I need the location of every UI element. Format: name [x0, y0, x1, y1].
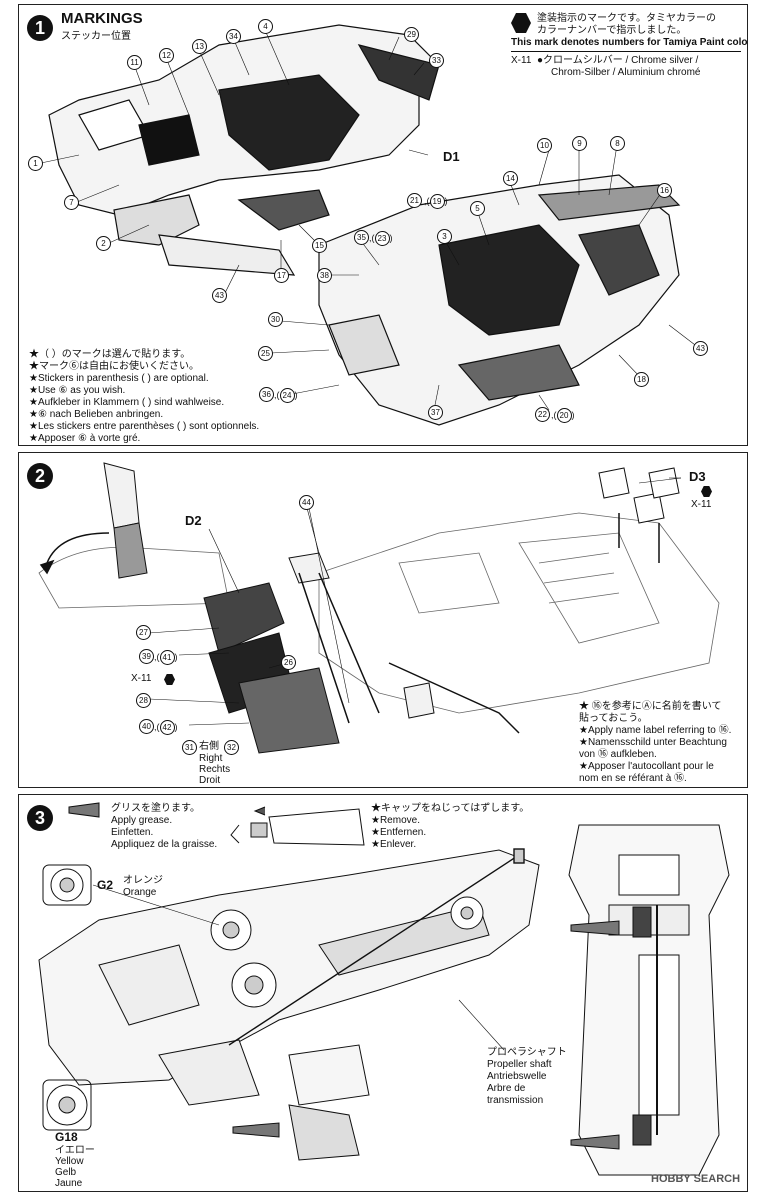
sticker-callout: 17	[274, 268, 289, 283]
paint-note-line1: 塗装指示のマークです。タミヤカラーの	[537, 13, 716, 24]
sticker-callout: 16	[657, 183, 672, 198]
sticker-callout: 8	[610, 136, 625, 151]
right-de: Rechts	[199, 764, 231, 775]
gear-g2-en: Orange	[123, 887, 157, 898]
sticker-callout: 22	[535, 407, 550, 422]
optional-callout: ,(24)	[274, 388, 298, 403]
gear-g18-de: Gelb	[55, 1167, 77, 1178]
sticker-callout: 14	[503, 171, 518, 186]
sticker-callout: 15	[312, 238, 327, 253]
step-subtitle-jp: ステッカー位置	[61, 31, 131, 42]
step-number: 2	[27, 463, 53, 489]
sticker-callout: 13	[192, 39, 207, 54]
sticker-callout: 30	[268, 312, 283, 327]
sticker-callout: 34	[226, 29, 241, 44]
sticker-callout: 1	[28, 156, 43, 171]
gear-g2-code: G2	[97, 878, 114, 892]
gear-g2-jp: オレンジ	[123, 875, 163, 886]
optional-callout: ,(42)	[154, 720, 178, 735]
sticker-callout: 21	[407, 193, 422, 208]
step-title: MARKINGS	[61, 10, 143, 27]
sticker-callout: 12	[159, 48, 174, 63]
right-en: Right	[199, 753, 223, 764]
cap-note: ★キャップをねじってはずします。 ★Remove. ★Entfernen. ★E…	[371, 803, 530, 850]
sticker-callout: 43	[212, 288, 227, 303]
sticker-notes: ★（ ）のマークは選んで貼ります。 ★マーク⑥は自由にお使いください。 ★Sti…	[29, 349, 260, 444]
gear-assembly-illustration	[38, 802, 730, 1176]
sticker-callout: 11	[127, 55, 142, 70]
sticker-callout: 40	[139, 719, 154, 734]
propeller-shaft-label: プロペラシャフト Propeller shaft Antriebswelle A…	[487, 1047, 567, 1106]
sticker-callout: 10	[537, 138, 552, 153]
markings-illustration	[40, 24, 700, 426]
sticker-callout: 43	[693, 341, 708, 356]
step-2-panel: 2 D2 D3 X-11 44 27 39 ,(41) 26 X-11 28 4…	[18, 452, 748, 788]
watermark: HOBBY SEARCH	[651, 1173, 741, 1185]
part-d1-label: D1	[443, 149, 460, 164]
gear-g18-en: Yellow	[55, 1156, 84, 1167]
sticker-callout: 25	[258, 346, 273, 361]
paint-note-line2: カラーナンバーで指示しました。	[537, 25, 687, 36]
name-label-note: ★ ⑯を参考にⒶに名前を書いて 貼っておこう。 ★Apply name labe…	[579, 701, 732, 784]
paint-hex-icon	[511, 13, 531, 33]
x11-label: X-11	[131, 673, 152, 684]
paint-note-line3: This mark denotes numbers for Tamiya Pai…	[511, 37, 748, 48]
optional-callout: ,(19)	[424, 194, 448, 209]
gear-g18-jp: イエロー	[55, 1145, 95, 1156]
sticker-callout: 9	[572, 136, 587, 151]
step-3-panel: 3 グリスを塗ります。 Apply grease. Einfetten. App…	[18, 794, 748, 1192]
step-number: 1	[27, 15, 53, 41]
optional-callout: ,(41)	[154, 650, 178, 665]
sticker-callout: 28	[136, 693, 151, 708]
right-jp: 右側	[199, 741, 219, 752]
right-fr: Droit	[199, 775, 221, 786]
gear-g18-fr: Jaune	[55, 1178, 83, 1189]
grease-note: グリスを塗ります。 Apply grease. Einfetten. Appli…	[111, 803, 218, 850]
sticker-callout: 31	[182, 740, 197, 755]
paint-color-line1: ●クロームシルバー / Chrome silver /	[537, 55, 699, 66]
step-number: 3	[27, 805, 53, 831]
part-d3-label: D3	[689, 469, 706, 484]
paint-hex-icon	[164, 674, 175, 685]
paint-code: X-11	[511, 55, 532, 66]
optional-callout: ,(23)	[369, 231, 393, 246]
sticker-callout: 7	[64, 195, 79, 210]
paint-hex-icon	[701, 486, 712, 497]
sticker-callout: 38	[317, 268, 332, 283]
paint-color-line2: Chrom-Silber / Aluminium chromé	[551, 67, 701, 78]
step-1-panel: 1 MARKINGS ステッカー位置 塗装指示のマークです。タミヤカラーの カラ…	[18, 4, 748, 446]
sticker-callout: 5	[470, 201, 485, 216]
sticker-callout: 44	[299, 495, 314, 510]
d3-paint-code: X-11	[691, 499, 712, 510]
gear-g18-code: G18	[55, 1130, 78, 1144]
sticker-callout: 33	[429, 53, 444, 68]
sticker-callout: 4	[258, 19, 273, 34]
sticker-callout: 3	[437, 229, 452, 244]
sticker-callout: 37	[428, 405, 443, 420]
sticker-callout: 27	[136, 625, 151, 640]
sticker-callout: 35	[354, 230, 369, 245]
sticker-callout: 36	[259, 387, 274, 402]
part-d2-label: D2	[185, 513, 202, 528]
sticker-callout: 39	[139, 649, 154, 664]
sticker-callout: 2	[96, 236, 111, 251]
optional-callout: ,(20)	[551, 408, 575, 423]
sticker-callout: 29	[404, 27, 419, 42]
chassis-assembly-illustration	[38, 462, 720, 754]
sticker-callout: 18	[634, 372, 649, 387]
sticker-callout: 26	[281, 655, 296, 670]
sticker-callout: 32	[224, 740, 239, 755]
